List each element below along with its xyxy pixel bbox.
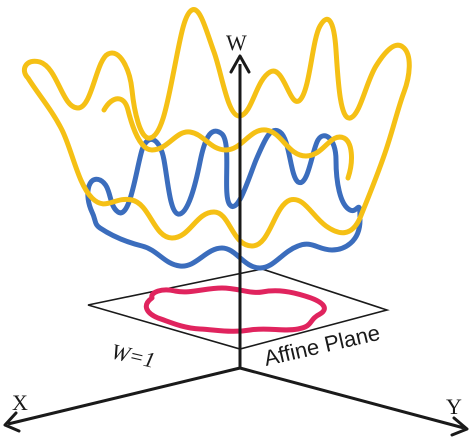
upper-curve-inner-loop <box>101 96 354 181</box>
arrow-down-right-icon <box>450 416 469 437</box>
arrow-up-icon <box>229 54 251 74</box>
x-axis-label: X <box>12 390 28 415</box>
arrow-down-left-icon <box>3 411 21 433</box>
y-axis-label: Y <box>446 394 462 419</box>
projected-curve <box>143 285 327 334</box>
upper-curve <box>22 7 412 249</box>
x-axis <box>7 366 241 426</box>
y-axis <box>239 366 465 430</box>
plane-equation-label: W=1 <box>109 339 158 373</box>
affine-plane <box>87 268 390 350</box>
w-axis-label: W <box>226 30 247 55</box>
